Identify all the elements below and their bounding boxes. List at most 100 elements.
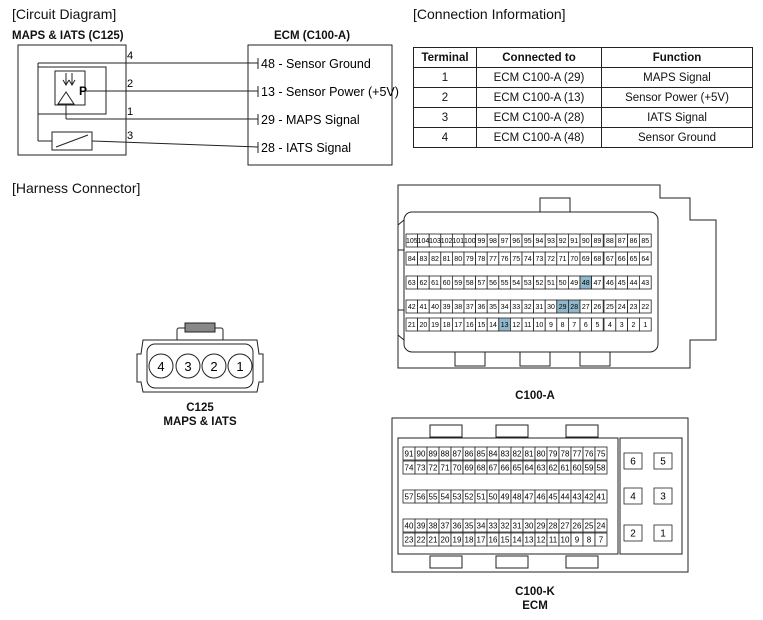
- pin-number: 93: [547, 238, 555, 245]
- pin-number: 63: [537, 463, 546, 472]
- pin-cell: [594, 518, 608, 533]
- pin-number: 48: [513, 492, 522, 501]
- pin-number: 49: [570, 280, 578, 287]
- pin-number: 44: [630, 280, 638, 287]
- c125-pin: 2: [210, 359, 217, 374]
- pin-number: 6: [584, 322, 588, 329]
- pin-number: 11: [549, 535, 558, 544]
- pin-number: 37: [466, 304, 474, 311]
- pin-cell: [639, 275, 652, 290]
- pin-number: 50: [489, 492, 498, 501]
- c125-pin: 4: [157, 359, 164, 374]
- circuit-diagram-title: [Circuit Diagram]: [12, 6, 117, 22]
- ecm-signal-label: 48 - Sensor Ground: [261, 57, 371, 71]
- pin-number: 41: [420, 304, 428, 311]
- pin-number: 38: [454, 304, 462, 311]
- pin-number: 83: [501, 449, 510, 458]
- pin-number: 76: [501, 256, 509, 263]
- pin-number: 61: [431, 280, 439, 287]
- pin-number: 100: [464, 238, 476, 245]
- pin-cell: [594, 460, 608, 475]
- pin-number: 51: [477, 492, 486, 501]
- pin-number: 25: [585, 521, 594, 530]
- pin-number: 31: [536, 304, 544, 311]
- pin-number: 17: [454, 322, 462, 329]
- c125-sublabel: MAPS & IATS: [163, 416, 237, 428]
- pin-number: 64: [641, 256, 649, 263]
- pin-number: 23: [630, 304, 638, 311]
- pin-number: 63: [408, 280, 416, 287]
- pin-cell: [639, 251, 652, 266]
- pin-number: 75: [512, 256, 520, 263]
- c125-pin: 1: [236, 359, 243, 374]
- pin-number: 2: [630, 529, 636, 540]
- pin-number: 75: [597, 449, 606, 458]
- table-row: 1 ECM C100-A (29) MAPS Signal: [413, 67, 753, 88]
- pin-number: 19: [431, 322, 439, 329]
- pin-number: 65: [513, 463, 522, 472]
- pin-number: 11: [524, 322, 531, 329]
- pin-number: 87: [453, 449, 462, 458]
- table-row: 4 ECM C100-A (48) Sensor Ground: [413, 127, 753, 148]
- c100a-label: C100-A: [515, 390, 555, 402]
- pin-number: 90: [417, 449, 426, 458]
- pin-number: 71: [441, 463, 450, 472]
- pin-number: 56: [489, 280, 497, 287]
- pin-cell: [623, 487, 643, 505]
- pin-number: 29: [537, 521, 546, 530]
- pin-number: 89: [429, 449, 438, 458]
- pin-cell: [639, 299, 652, 314]
- pin-number: 84: [489, 449, 498, 458]
- pin-number: 32: [501, 521, 510, 530]
- pin-number: 87: [618, 238, 626, 245]
- c125-label: C125: [186, 402, 214, 414]
- pin-number: 25: [606, 304, 614, 311]
- pin-number: 70: [453, 463, 462, 472]
- pin-number: 17: [477, 535, 486, 544]
- pin-number: 45: [549, 492, 558, 501]
- pin-number: 24: [618, 304, 626, 311]
- pin-number: 66: [501, 463, 510, 472]
- pin-cell: [591, 299, 604, 314]
- pin-number: 35: [489, 304, 497, 311]
- pin-number: 12: [512, 322, 520, 329]
- pin-number: 79: [549, 449, 558, 458]
- pin-number: 33: [489, 521, 498, 530]
- pin-number: 72: [547, 256, 555, 263]
- pin-number: 4: [608, 322, 612, 329]
- pin-number: 21: [429, 535, 438, 544]
- connection-table: Terminal Connected to Function 1 ECM C10…: [413, 47, 753, 148]
- pin-number: 1: [660, 529, 666, 540]
- pin-number: 57: [405, 492, 414, 501]
- pin-number: 14: [489, 322, 497, 329]
- pin-number: 26: [573, 521, 582, 530]
- pin-number: 21: [408, 322, 416, 329]
- pin-number: 39: [443, 304, 451, 311]
- pin-number: 72: [429, 463, 438, 472]
- pin-number: 74: [405, 463, 414, 472]
- pin-number: 7: [599, 535, 604, 544]
- pin-number: 78: [478, 256, 486, 263]
- pin-number: 48: [582, 280, 590, 287]
- function-cell: Sensor Ground: [601, 127, 753, 148]
- pin-number: 44: [561, 492, 570, 501]
- pin-cell: [623, 452, 643, 470]
- pin-number: 9: [575, 535, 580, 544]
- pin-number: 77: [573, 449, 582, 458]
- pin-number: 15: [478, 322, 486, 329]
- pin-number: 73: [417, 463, 426, 472]
- pin-number: 105: [406, 238, 418, 245]
- pin-number: 40: [431, 304, 439, 311]
- pin-number: 36: [478, 304, 486, 311]
- pin-number: 69: [582, 256, 590, 263]
- pin-number: 39: [417, 521, 426, 530]
- pin-number: 78: [561, 449, 570, 458]
- function-cell: MAPS Signal: [601, 67, 753, 88]
- table-row: 2 ECM C100-A (13) Sensor Power (+5V): [413, 87, 753, 108]
- connected-to-cell: ECM C100-A (29): [476, 67, 602, 88]
- ecm-signal-label: 13 - Sensor Power (+5V): [261, 85, 399, 99]
- ecm-box: [247, 44, 393, 166]
